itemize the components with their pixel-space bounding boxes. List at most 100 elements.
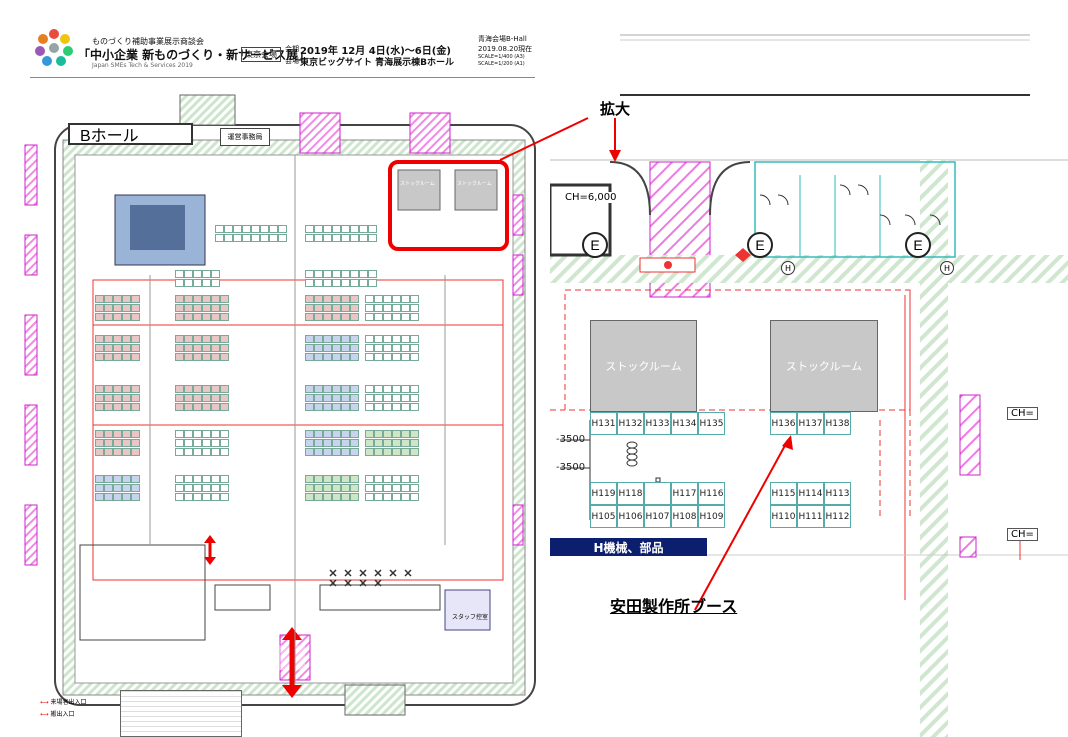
booth-h110[interactable]: H110 xyxy=(770,505,797,528)
overview-booth xyxy=(104,353,113,361)
overview-booth xyxy=(220,448,229,456)
overview-booth xyxy=(410,313,419,321)
overview-booth xyxy=(374,475,383,483)
overview-booth xyxy=(401,335,410,343)
overview-booth xyxy=(341,234,350,242)
overview-booth xyxy=(202,279,211,287)
overview-booth xyxy=(350,475,359,483)
overview-booth xyxy=(122,439,131,447)
overview-booth xyxy=(175,430,184,438)
overview-booth xyxy=(95,403,104,411)
overview-booth xyxy=(374,353,383,361)
overview-booth xyxy=(220,335,229,343)
overview-booth xyxy=(220,394,229,402)
booth-h132[interactable]: H132 xyxy=(617,412,644,435)
overview-booth xyxy=(392,344,401,352)
booth-h134[interactable]: H134 xyxy=(671,412,698,435)
overview-booth xyxy=(202,430,211,438)
overview-booth xyxy=(305,304,314,312)
booth-h113[interactable]: H113 xyxy=(824,482,851,505)
overview-booth xyxy=(233,234,242,242)
overview-booth xyxy=(95,448,104,456)
booth-h111[interactable]: H111 xyxy=(797,505,824,528)
ch-label-2: CH= xyxy=(1007,407,1038,420)
booth-h112[interactable]: H112 xyxy=(824,505,851,528)
booth-h108[interactable]: H108 xyxy=(671,505,698,528)
overview-booth xyxy=(341,403,350,411)
overview-booth xyxy=(368,270,377,278)
overview-booth xyxy=(314,484,323,492)
booth-h115[interactable]: H115 xyxy=(770,482,797,505)
overview-booth xyxy=(193,493,202,501)
overview-booth xyxy=(202,448,211,456)
overview-booth xyxy=(211,448,220,456)
booth-blank[interactable] xyxy=(644,482,671,505)
booth-h136[interactable]: H136 xyxy=(770,412,797,435)
overview-booth xyxy=(401,430,410,438)
overview-booth xyxy=(305,439,314,447)
overview-booth xyxy=(193,403,202,411)
overview-booth xyxy=(323,439,332,447)
booth-h116[interactable]: H116 xyxy=(698,482,725,505)
booth-h133[interactable]: H133 xyxy=(644,412,671,435)
booth-h138[interactable]: H138 xyxy=(824,412,851,435)
overview-booth xyxy=(122,313,131,321)
overview-booth xyxy=(401,304,410,312)
overview-booth xyxy=(211,304,220,312)
overview-booth xyxy=(383,313,392,321)
overview-booth xyxy=(220,344,229,352)
overview-booth xyxy=(305,225,314,233)
overview-booth xyxy=(305,344,314,352)
overview-booth xyxy=(323,430,332,438)
booth-h131[interactable]: H131 xyxy=(590,412,617,435)
booth-h117[interactable]: H117 xyxy=(671,482,698,505)
overview-booth xyxy=(104,448,113,456)
booth-h119[interactable]: H119 xyxy=(590,482,617,505)
overview-booth xyxy=(251,225,260,233)
overview-booth xyxy=(193,385,202,393)
booth-h105[interactable]: H105 xyxy=(590,505,617,528)
overview-booth xyxy=(359,279,368,287)
booth-h135[interactable]: H135 xyxy=(698,412,725,435)
overview-booth xyxy=(368,279,377,287)
overview-booth xyxy=(341,313,350,321)
ch-label-1: CH=6,000 xyxy=(565,192,617,203)
overview-booth xyxy=(410,385,419,393)
overview-booth xyxy=(323,304,332,312)
overview-booth xyxy=(365,385,374,393)
overview-booth xyxy=(175,448,184,456)
overview-booth xyxy=(305,279,314,287)
overview-booth xyxy=(220,475,229,483)
overview-booth xyxy=(215,225,224,233)
dimension-value: 3500 xyxy=(559,434,586,445)
overview-booth xyxy=(332,344,341,352)
overview-booth xyxy=(184,403,193,411)
legend-entrance: ⟷ 来場者出入口 xyxy=(40,699,87,706)
booth-h109[interactable]: H109 xyxy=(698,505,725,528)
overview-booth xyxy=(211,335,220,343)
overview-booth xyxy=(184,430,193,438)
overview-booth xyxy=(175,295,184,303)
booth-h137[interactable]: H137 xyxy=(797,412,824,435)
overview-booth xyxy=(95,313,104,321)
overview-booth xyxy=(323,225,332,233)
booth-h107[interactable]: H107 xyxy=(644,505,671,528)
overview-booth xyxy=(131,335,140,343)
overview-booth xyxy=(202,335,211,343)
overview-booth xyxy=(341,484,350,492)
booth-h118[interactable]: H118 xyxy=(617,482,644,505)
overview-booth xyxy=(131,353,140,361)
booth-h114[interactable]: H114 xyxy=(797,482,824,505)
overview-booth xyxy=(401,313,410,321)
overview-booth xyxy=(323,475,332,483)
overview-booth xyxy=(323,385,332,393)
overview-booth xyxy=(392,313,401,321)
event-subtitle: Japan SMEs Tech & Services 2019 xyxy=(92,62,193,69)
overview-booth xyxy=(392,475,401,483)
overview-booth xyxy=(95,439,104,447)
overview-booth xyxy=(184,484,193,492)
booth-h106[interactable]: H106 xyxy=(617,505,644,528)
overview-booth xyxy=(113,448,122,456)
overview-booth xyxy=(392,403,401,411)
exit-e-icon: E xyxy=(582,232,608,258)
